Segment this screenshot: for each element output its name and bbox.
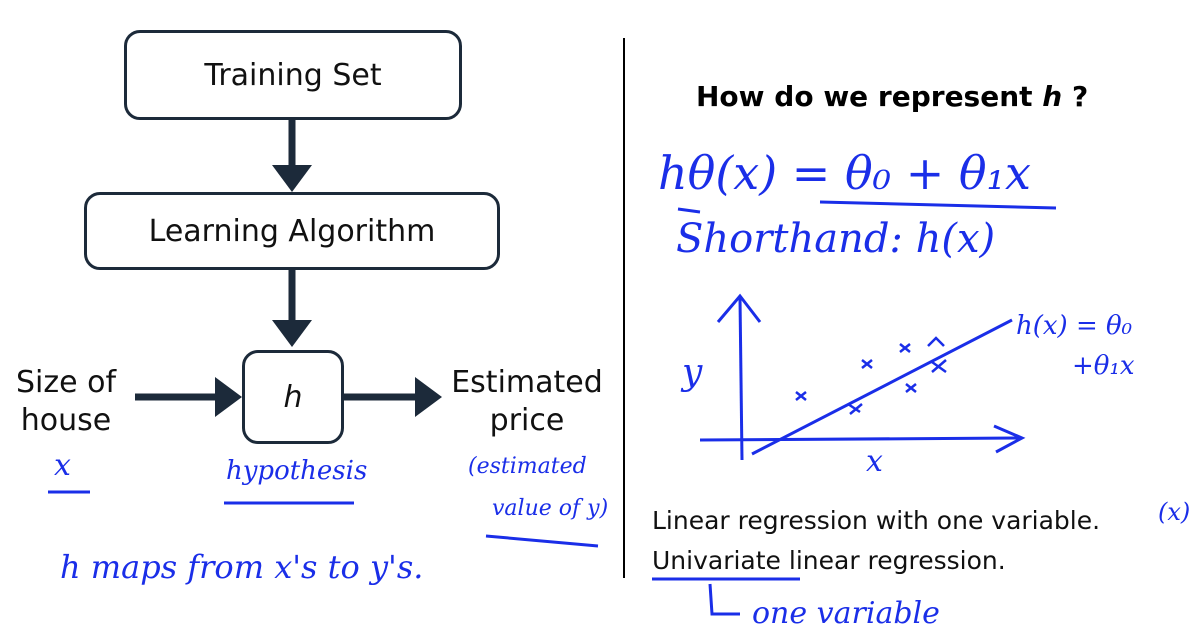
note-estimated-line2: value of y) [492,496,609,521]
underline-value [485,534,599,548]
output-label-line2: price [489,403,565,438]
note-hypothesis: hypothesis [226,456,368,486]
graph-axes [699,293,1026,461]
arrow-learning-to-h [272,270,312,347]
heading-var: h [1042,80,1063,113]
learning-algorithm-box: Learning Algorithm [84,192,500,270]
arrow-h-to-output [344,377,442,417]
hypothesis-box-label: h [283,379,303,415]
graph-line-label-line2: +θ₁x [1072,351,1135,381]
shorthand: Shorthand: h(x) [676,216,996,262]
underline-formula [819,200,1057,210]
note-maps: h maps from x's to y's. [60,548,424,586]
page-heading: How do we represent h ? [696,80,1088,113]
note-x-paren: (x) [1158,498,1191,526]
graph-line-label: h(x) = θ₀ +θ₁x [1016,306,1135,386]
graph-x-label: x [866,444,883,479]
hypothesis-box: h [242,350,344,444]
linear-regression-text: Linear regression with one variable. [652,506,1101,535]
note-x: x [54,448,71,483]
input-label: Size of house [2,364,130,440]
note-one-variable: one variable [752,596,940,631]
input-label-line2: house [20,403,112,438]
note-estimated-line1: (estimated [468,454,587,479]
heading-suffix: ? [1062,80,1089,113]
learning-algorithm-label: Learning Algorithm [148,213,436,249]
heading-prefix: How do we represent [696,80,1043,113]
graph-line-label-line1: h(x) = θ₀ [1016,311,1133,341]
arrow-input-to-h [135,377,242,417]
note-estimated: (estimated value of y) [468,446,608,530]
arrow-training-to-learning [272,120,312,192]
bracket-one-variable [708,583,740,616]
training-set-box: Training Set [124,30,462,120]
regression-line [751,318,1013,456]
output-label-line1: Estimated [451,365,603,400]
training-set-label: Training Set [204,57,382,93]
data-points [795,336,947,415]
overline-shorthand-s [677,207,701,214]
input-label-line1: Size of [15,365,117,400]
graph-y-label: y [682,352,703,393]
formula: hθ(x) = θ₀ + θ₁x [658,146,1031,200]
output-label: Estimated price [442,364,612,440]
univariate-text: Univariate linear regression. [652,546,1006,575]
